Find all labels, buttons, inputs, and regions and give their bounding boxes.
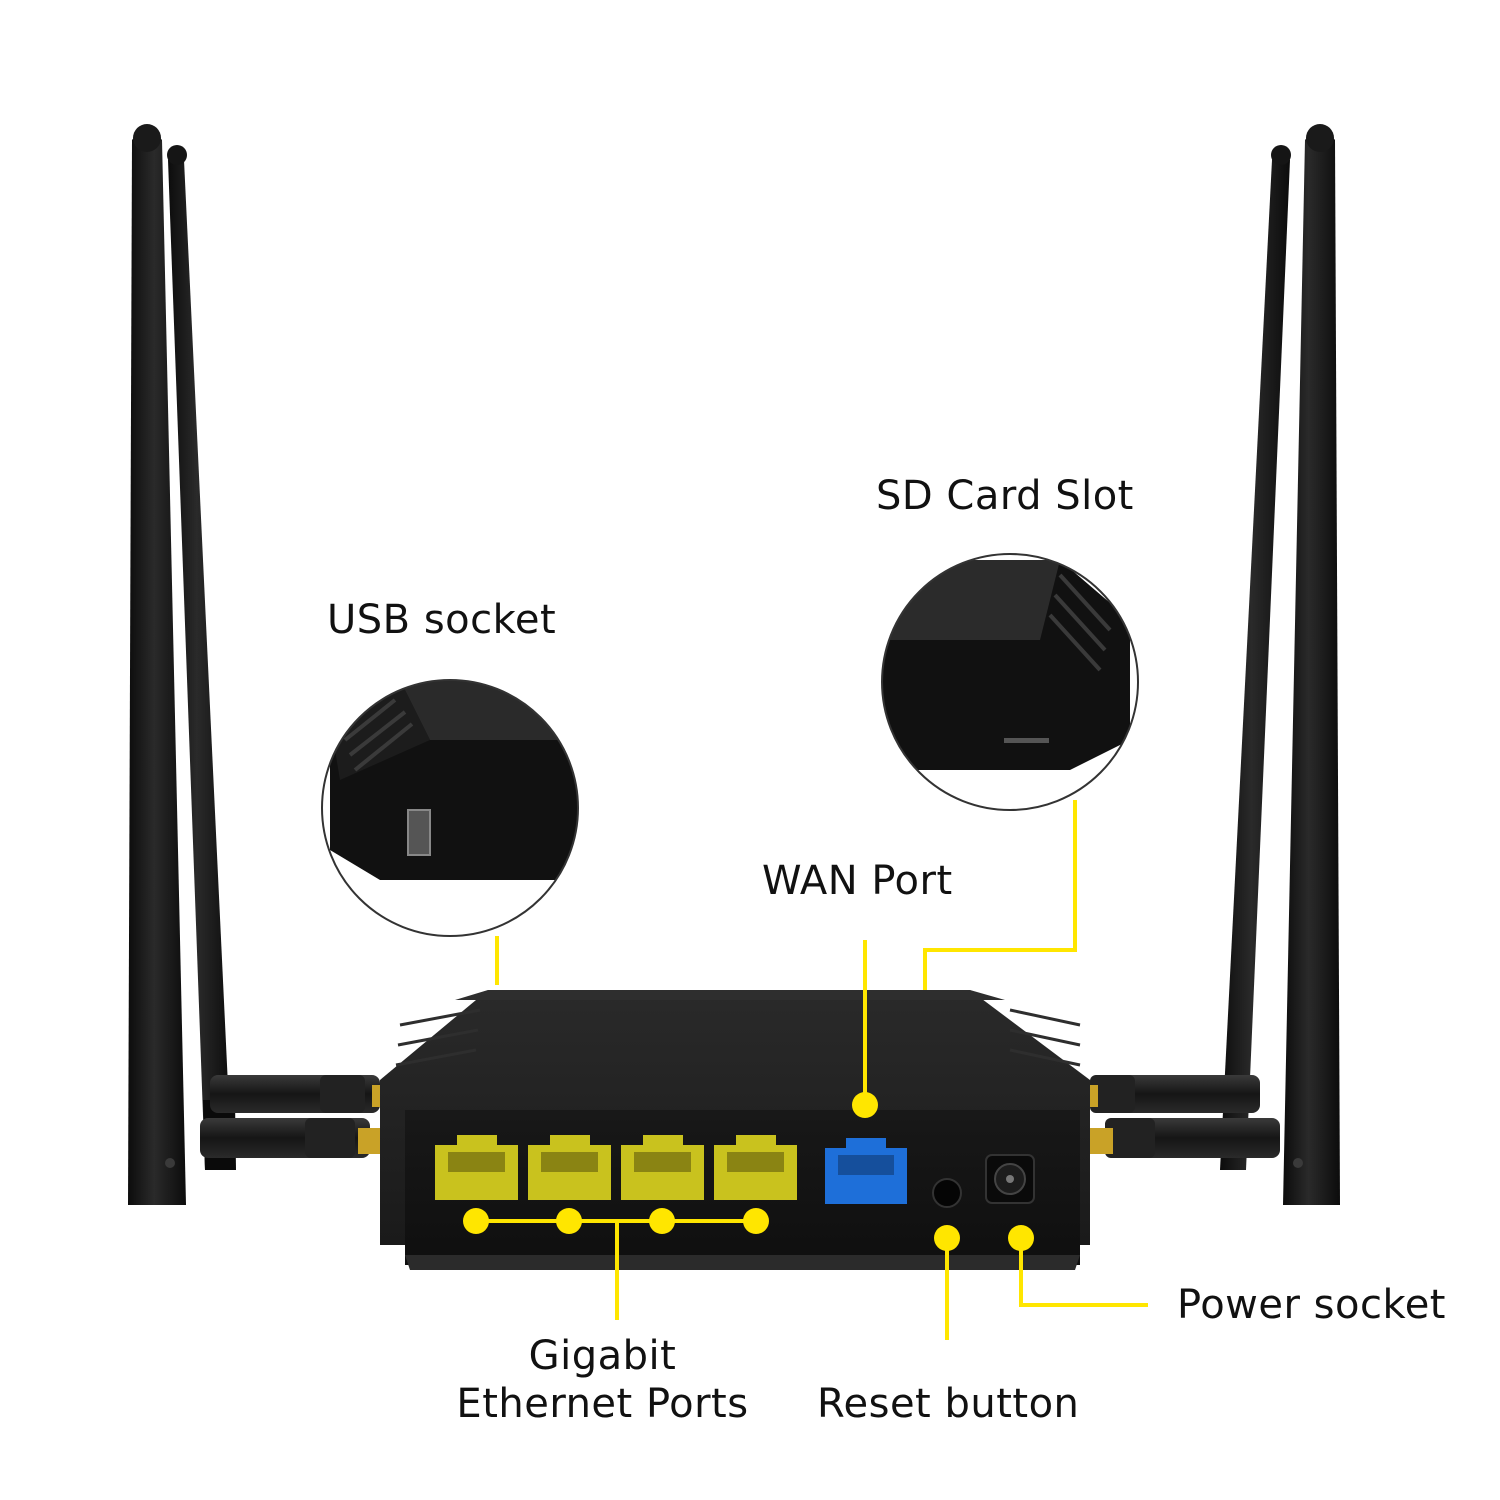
callout-lines [476, 800, 1148, 1340]
ethernet-port-1[interactable] [435, 1135, 518, 1200]
reset-callout-dot [934, 1225, 960, 1251]
ethernet-callout-dot-3 [649, 1208, 675, 1234]
ethernet-port-2[interactable] [528, 1135, 611, 1200]
sma-connectors-left [200, 1075, 390, 1158]
ethernet-callout-dot-4 [743, 1208, 769, 1234]
gigabit-ethernet-ports-label: Gigabit Ethernet Ports [440, 1332, 765, 1428]
gigabit-ethernet-ports-label-line2: Ethernet Ports [456, 1381, 749, 1427]
ethernet-callout-dot-1 [463, 1208, 489, 1234]
wan-callout-dot [852, 1092, 878, 1118]
usb-detail-circle [321, 679, 579, 937]
reset-button[interactable] [932, 1178, 962, 1208]
wan-port[interactable] [825, 1138, 907, 1204]
antenna-right-rear [1220, 145, 1291, 1170]
power-callout-dot [1008, 1225, 1034, 1251]
sd-card-slot-label: SD Card Slot [876, 473, 1134, 519]
gigabit-ethernet-ports-label-line1: Gigabit [528, 1333, 677, 1379]
ethernet-ports [435, 1135, 797, 1200]
power-socket-label: Power socket [1177, 1282, 1446, 1328]
ethernet-port-4[interactable] [714, 1135, 797, 1200]
reset-button-label: Reset button [817, 1381, 1080, 1427]
sd-card-detail-circle [881, 553, 1139, 811]
power-callout-line [1019, 1238, 1148, 1307]
sma-connectors-right [1080, 1075, 1280, 1158]
callout-dots [463, 1092, 1034, 1251]
antenna-left-front [128, 124, 186, 1205]
sd-callout-line [923, 800, 1077, 990]
ethernet-port-3[interactable] [621, 1135, 704, 1200]
ethernet-callout-dot-2 [556, 1208, 582, 1234]
power-socket[interactable] [985, 1154, 1035, 1204]
usb-socket-label: USB socket [327, 597, 557, 643]
wan-port-label: WAN Port [762, 858, 953, 904]
antenna-right-front [1283, 124, 1340, 1205]
